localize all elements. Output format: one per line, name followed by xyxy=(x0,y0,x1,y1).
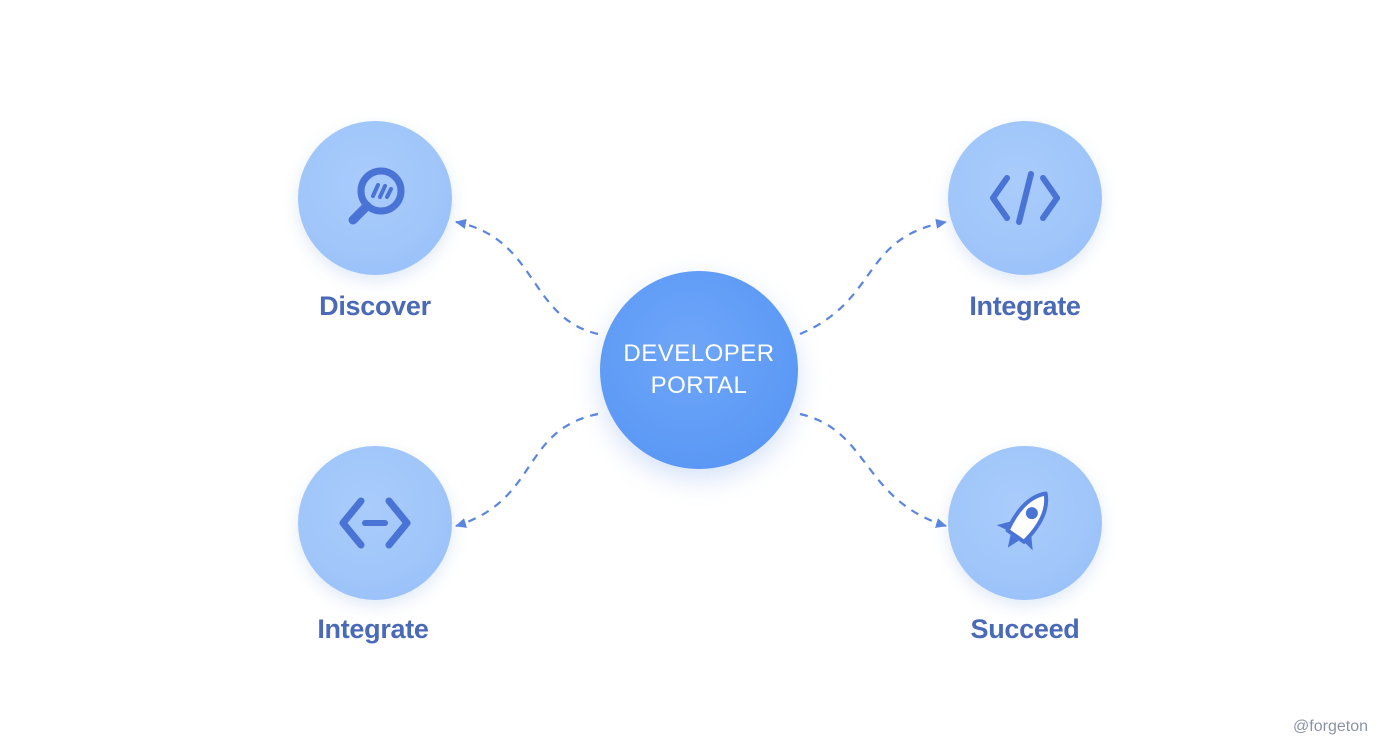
api-brackets-icon xyxy=(339,497,411,549)
node-integrate-bottom xyxy=(298,446,452,600)
connector-to-integrate-bottom xyxy=(455,412,599,528)
connector-to-succeed xyxy=(799,412,947,528)
label-succeed: Succeed xyxy=(970,614,1080,644)
label-integrate-top: Integrate xyxy=(969,291,1081,321)
node-succeed xyxy=(948,446,1102,600)
label-integrate-bottom: Integrate xyxy=(317,614,429,644)
magnifier-icon xyxy=(348,167,405,225)
node-discover xyxy=(298,121,452,275)
label-discover: Discover xyxy=(319,291,431,321)
rocket-icon xyxy=(996,491,1049,551)
node-integrate-top xyxy=(948,121,1102,275)
hub-title-line-2: PORTAL xyxy=(650,372,748,399)
connector-to-integrate-top xyxy=(799,218,947,336)
code-brackets-icon xyxy=(990,171,1060,225)
watermark: @forgeton xyxy=(1293,718,1368,735)
hub-title-line-1: DEVELOPER xyxy=(623,340,775,367)
developer-portal-hub: DEVELOPER PORTAL xyxy=(600,271,798,469)
